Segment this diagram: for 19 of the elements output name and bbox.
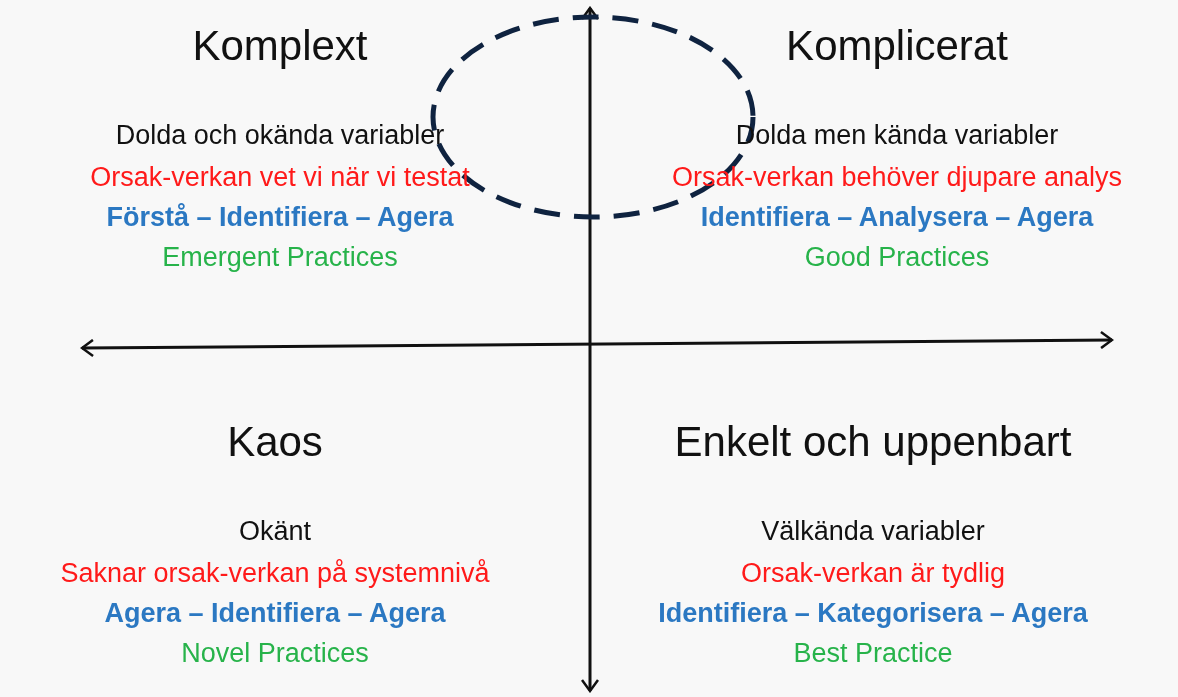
quadrant-heading: Enkelt och uppenbart [674, 418, 1072, 467]
cause-effect-text: Orsak-verkan vet vi när vi testat [90, 162, 470, 194]
approach-text: Förstå – Identifiera – Agera [106, 202, 454, 234]
practice-text: Best Practice [793, 638, 953, 670]
cause-effect-text: Orsak-verkan är tydlig [740, 558, 1006, 590]
quadrant-description: Dolda och okända variabler [115, 120, 445, 152]
approach-text: Agera – Identifiera – Agera [104, 598, 446, 630]
approach-text: Identifiera – Kategorisera – Agera [658, 598, 1088, 630]
approach-text: Identifiera – Analysera – Agera [700, 202, 1094, 234]
quadrant-heading: Komplicerat [786, 22, 1008, 71]
practice-text: Emergent Practices [162, 242, 398, 274]
practice-text: Good Practices [804, 242, 990, 274]
quadrant-description: Okänt [239, 516, 311, 548]
quadrant-description: Välkända variabler [761, 516, 985, 548]
quadrant-heading: Komplext [192, 22, 368, 71]
cause-effect-text: Saknar orsak-verkan på systemnivå [60, 558, 490, 590]
quadrant-heading: Kaos [227, 418, 323, 467]
cause-effect-text: Orsak-verkan behöver djupare analys [671, 162, 1123, 194]
practice-text: Novel Practices [181, 638, 369, 670]
